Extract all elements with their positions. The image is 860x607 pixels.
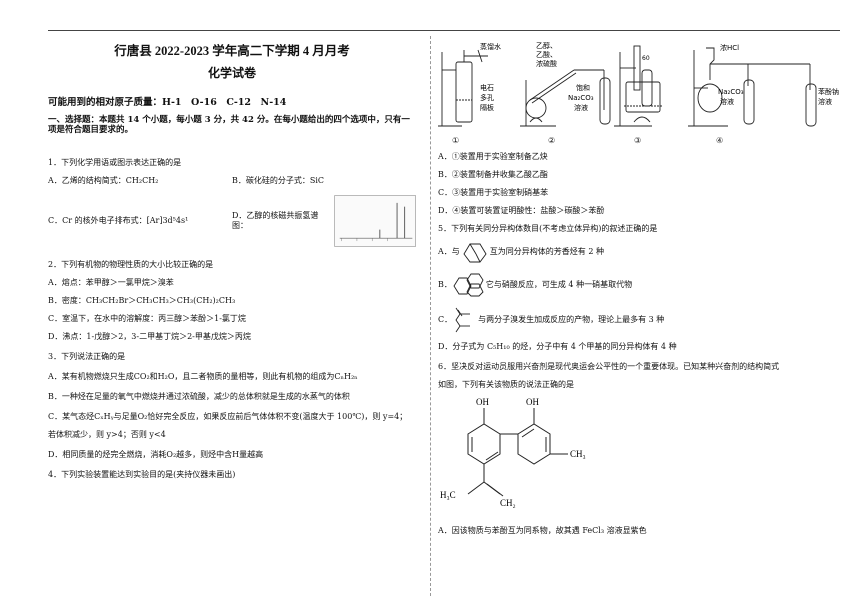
apparatus-num-1: ① bbox=[452, 136, 460, 145]
q1-row-cd: C．Cr 的核外电子排布式：[Ar]3d⁵4s¹ D．乙醇的核磁共振氢谱图： bbox=[48, 194, 416, 248]
q1-option-d: D．乙醇的核磁共振氢谱图： bbox=[232, 210, 319, 230]
q3-option-b: B．一种烃在足量的氧气中燃烧并通过浓硫酸，减少的总体积就是生成的水蒸气的体积 bbox=[48, 391, 350, 401]
q5-b-prefix: B． bbox=[438, 280, 452, 289]
label-porous: 多孔 bbox=[480, 93, 494, 102]
apparatus-num-3: ③ bbox=[634, 136, 642, 145]
label-na2co3-b: Na₂CO₃ bbox=[718, 88, 744, 96]
nmr-spectrum-image bbox=[334, 195, 416, 247]
q4-option-c: C．③装置用于实验室制硝基苯 bbox=[438, 188, 549, 197]
section-heading: 一、选择题：本题共 14 个小题，每小题 3 分，共 42 分。在每小题给出的四… bbox=[48, 114, 410, 136]
apparatus-figure: 蒸馏水 电石 多孔 隔板 乙醇、 乙酸、 浓硫酸 饱和 Na₂CO₃ 溶液 60… bbox=[438, 40, 840, 146]
question-3: 3．下列说法正确的是 A．某有机物燃烧只生成CO₂和H₂O，且二者物质的量相等，… bbox=[48, 352, 416, 460]
q2-option-a: A．熔点：苯甲醇＞一氯甲烷＞溴苯 bbox=[48, 277, 174, 287]
q2-stem: 2．下列有机物的物理性质的大小比较正确的是 bbox=[48, 259, 214, 269]
phenanthrene-molecule-image bbox=[453, 273, 484, 297]
q5-a-suffix: 互为同分异构体的芳香烃有 2 种 bbox=[489, 247, 604, 256]
q5-b-suffix: 它与硝酸反应，可生成 4 种一硝基取代物 bbox=[485, 280, 633, 289]
top-rule bbox=[48, 30, 840, 31]
exam-title: 行唐县 2022-2023 学年高二下学期 4 月月考 bbox=[114, 44, 350, 58]
q4-option-a: A．①装置用于实验室制备乙炔 bbox=[438, 152, 548, 161]
q3-option-d: D．相同质量的烃完全燃烧，消耗O₂越多，则烃中含H量越高 bbox=[48, 449, 264, 459]
q2-option-d: D．沸点：1-戊醇＞2，3-二甲基丁烷＞2-甲基戊烷＞丙烷 bbox=[48, 331, 251, 341]
left-column: 行唐县 2022-2023 学年高二下学期 4 月月考 化学试卷 可能用到的相对… bbox=[48, 40, 416, 480]
q4-option-d: D．④装置可装置证明酸性：盐酸＞碳酸＞苯酚 bbox=[438, 206, 605, 215]
label-oh-2: OH bbox=[526, 397, 539, 407]
label-ch2: CH₂ bbox=[500, 498, 516, 508]
label-plate: 隔板 bbox=[480, 103, 494, 112]
label-reagents-2: 乙酸、 bbox=[536, 50, 557, 59]
q4-option-b: B．②装置制备并收集乙酸乙酯 bbox=[438, 170, 548, 179]
q5-option-b: B． 它与硝酸反应，可生成 4 种一硝基取代物 bbox=[438, 272, 840, 298]
label-reagents-3: 浓硫酸 bbox=[536, 59, 557, 68]
q1-option-d-wrap: D．乙醇的核磁共振氢谱图： bbox=[232, 194, 416, 248]
q6-stem-1: 6．坚决反对运动员服用兴奋剂是现代奥运会公平性的一个重要体现。已知某种兴奋剂的结… bbox=[438, 362, 780, 371]
q5-option-c: C． 与两分子溴发生加成反应的产物，理论上最多有 3 种 bbox=[438, 306, 840, 334]
label-sat: 饱和 bbox=[576, 83, 590, 92]
q5-stem: 5．下列有关同分异构体数目(不考虑立体异构)的叙述正确的是 bbox=[438, 224, 658, 233]
q4-stem: 4．下列实验装置能达到实验目的是(夹持仪器未画出) bbox=[48, 469, 236, 479]
label-phenolate: 苯酚钠 bbox=[818, 87, 839, 96]
q3-option-c1: C．某气态烃CₓHᵧ与足量O₂恰好完全反应，如果反应前后气体体积不变(温度大于 … bbox=[48, 411, 408, 421]
label-water: 蒸馏水 bbox=[480, 42, 501, 51]
label-hcl: 浓HCl bbox=[720, 43, 739, 52]
label-stone: 电石 bbox=[480, 83, 494, 92]
stimulant-structure-drawing: OH OH CH₃ H₃C CH₂ bbox=[440, 397, 586, 508]
bicyclic-molecule-image bbox=[463, 243, 487, 263]
q1-stem: 1．下列化学用语或图示表达正确的是 bbox=[48, 157, 182, 167]
q2-option-c: C．室温下，在水中的溶解度：丙三醇＞苯酚＞1-氯丁烷 bbox=[48, 313, 246, 323]
apparatus-drawing: 蒸馏水 电石 多孔 隔板 乙醇、 乙酸、 浓硫酸 饱和 Na₂CO₃ 溶液 60… bbox=[438, 41, 839, 127]
label-sol-c: 溶液 bbox=[818, 97, 832, 106]
question-1: 1．下列化学用语或图示表达正确的是 A．乙烯的结构简式：CH₂CH₂ B．碳化硅… bbox=[48, 158, 416, 248]
question-4: 4．下列实验装置能达到实验目的是(夹持仪器未画出) bbox=[48, 470, 416, 480]
label-sol-b: 溶液 bbox=[720, 97, 734, 106]
q1-row-ab: A．乙烯的结构简式：CH₂CH₂ B．碳化硅的分子式：SiC bbox=[48, 176, 416, 186]
q5-option-d: D．分子式为 C₅H₁₀ 的烃，分子中有 4 个甲基的同分异构体有 4 种 bbox=[438, 342, 677, 351]
label-temp: 60 bbox=[642, 55, 650, 62]
atomic-mass-line: 可能用到的相对原子质量：H-1 O-16 C-12 N-14 bbox=[48, 96, 287, 108]
column-divider bbox=[430, 36, 431, 596]
q1-option-b: B．碳化硅的分子式：SiC bbox=[232, 175, 325, 185]
label-na2co3: Na₂CO₃ bbox=[568, 94, 594, 102]
label-oh-1: OH bbox=[476, 397, 489, 407]
exam-subtitle: 化学试卷 bbox=[207, 65, 256, 80]
q5-option-a: A．与 互为同分异构体的芳香烃有 2 种 bbox=[438, 240, 840, 264]
label-ch3: CH₃ bbox=[570, 449, 586, 459]
q3-stem: 3．下列说法正确的是 bbox=[48, 351, 126, 361]
q5-c-suffix: 与两分子溴发生加成反应的产物，理论上最多有 3 种 bbox=[478, 315, 665, 324]
apparatus-num-2: ② bbox=[548, 136, 556, 145]
q5-a-prefix: A．与 bbox=[438, 247, 460, 256]
stimulant-structure: OH OH CH₃ H₃C CH₂ bbox=[438, 394, 840, 520]
right-column: 蒸馏水 电石 多孔 隔板 乙醇、 乙酸、 浓硫酸 饱和 Na₂CO₃ 溶液 60… bbox=[438, 40, 840, 536]
label-sol: 溶液 bbox=[574, 103, 588, 112]
q3-option-c2: 若体积减少，则 y>4；否则 y<4 bbox=[48, 429, 166, 439]
label-h3c: H₃C bbox=[440, 490, 456, 500]
q6-stem-2: 如图，下列有关该物质的说法正确的是 bbox=[438, 380, 574, 389]
q1-option-c: C．Cr 的核外电子排布式：[Ar]3d⁵4s¹ bbox=[48, 215, 189, 225]
apparatus-num-4: ④ bbox=[716, 136, 724, 145]
q6-option-a: A．因该物质与苯酚互为同系物，故其遇 FeCl₃ 溶液显紫色 bbox=[438, 526, 647, 535]
q2-option-b: B．密度：CH₃CH₂Br＞CH₃CH₃＞CH₃(CH₂)₂CH₃ bbox=[48, 295, 236, 305]
q5-c-prefix: C． bbox=[438, 315, 453, 324]
label-reagents-1: 乙醇、 bbox=[536, 41, 557, 50]
q1-option-a: A．乙烯的结构简式：CH₂CH₂ bbox=[48, 175, 159, 185]
diene-molecule-image bbox=[455, 307, 471, 333]
q3-option-a: A．某有机物燃烧只生成CO₂和H₂O，且二者物质的量相等，则此有机物的组成为Cₙ… bbox=[48, 371, 358, 381]
question-2: 2．下列有机物的物理性质的大小比较正确的是 A．熔点：苯甲醇＞一氯甲烷＞溴苯 B… bbox=[48, 260, 416, 342]
